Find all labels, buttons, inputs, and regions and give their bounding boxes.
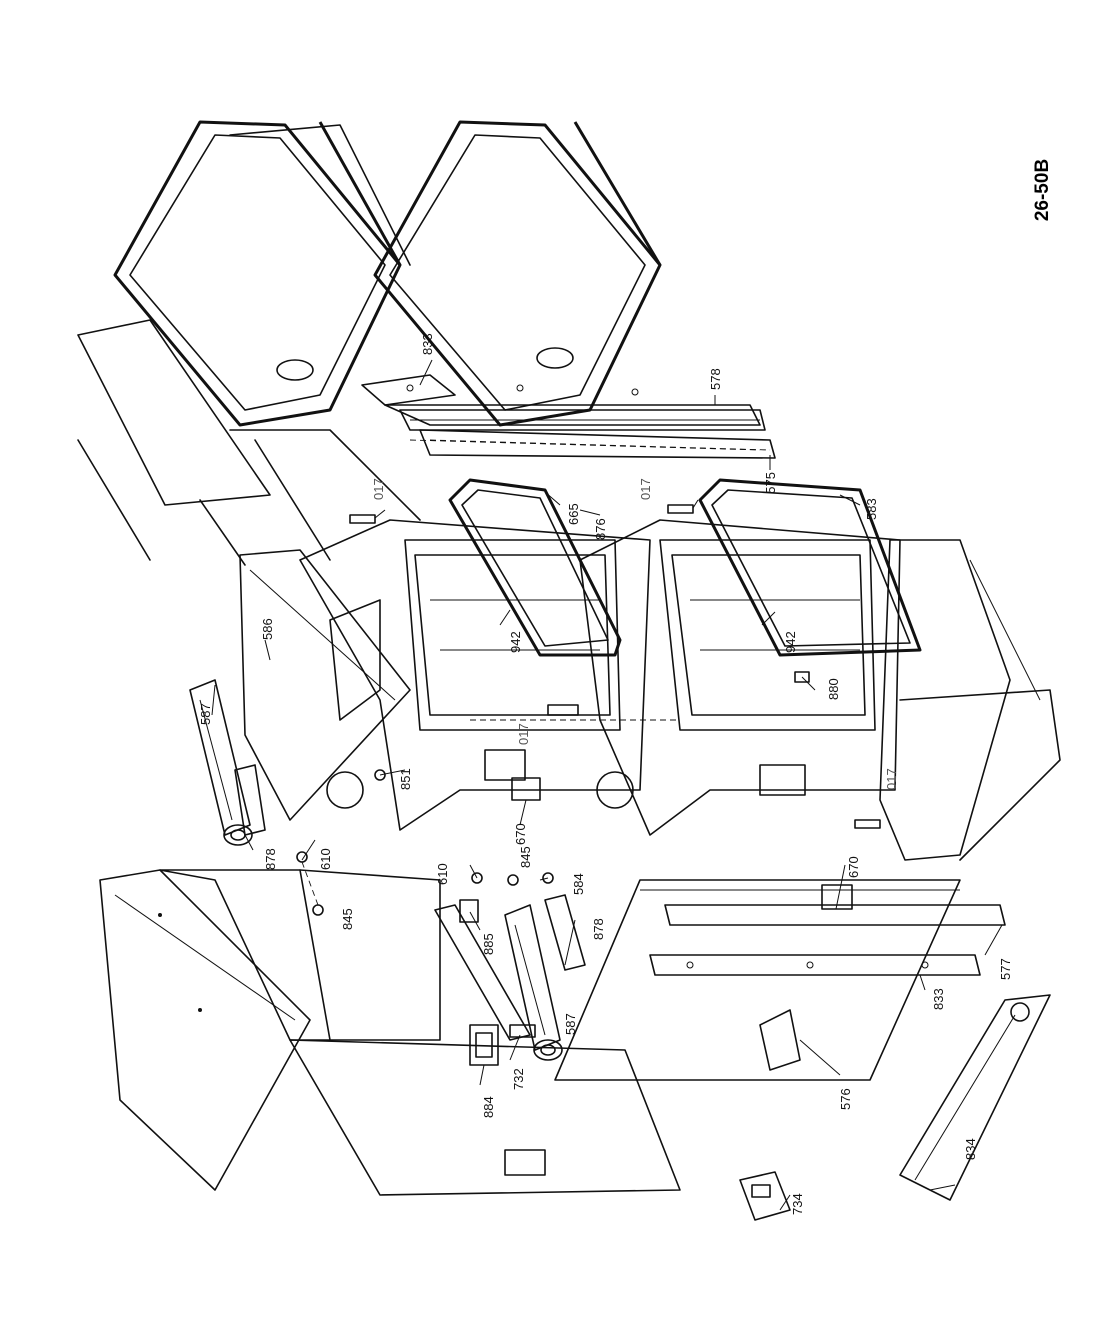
shelf-878-lower bbox=[544, 894, 586, 971]
callout-587-a: 587 bbox=[198, 703, 213, 725]
rail-833-top bbox=[361, 374, 761, 426]
lower-oven-cavity bbox=[579, 519, 901, 836]
control-box-734 bbox=[739, 1171, 791, 1221]
callout-576: 576 bbox=[838, 1088, 853, 1110]
back-panel-main bbox=[159, 869, 681, 1196]
callout-017-a: 017 bbox=[371, 478, 386, 500]
callout-851: 851 bbox=[398, 768, 413, 790]
base-support-834 bbox=[899, 994, 1051, 1201]
bracket-732 bbox=[434, 904, 536, 1041]
lower-bottom-panels bbox=[879, 539, 1061, 861]
bracket-017-set bbox=[349, 504, 881, 829]
callout-575: 575 bbox=[763, 472, 778, 494]
callout-586: 586 bbox=[260, 618, 275, 640]
blower-587-lower bbox=[504, 904, 563, 1061]
callout-665: 665 bbox=[566, 503, 581, 525]
callout-578: 578 bbox=[708, 368, 723, 390]
callout-732: 732 bbox=[511, 1068, 526, 1090]
callout-878-a: 878 bbox=[263, 848, 278, 870]
upper-oven-cavity bbox=[299, 519, 651, 831]
insulation-blanket-upper bbox=[113, 120, 411, 427]
drawing-code: 26-50B bbox=[1032, 159, 1053, 221]
shelf-878-upper bbox=[234, 764, 266, 836]
callout-885: 885 bbox=[481, 933, 496, 955]
callout-845-a: 845 bbox=[340, 908, 355, 930]
sensor-880 bbox=[794, 671, 810, 683]
callout-880: 880 bbox=[826, 678, 841, 700]
switch-670-upper bbox=[511, 777, 541, 801]
part-885 bbox=[459, 899, 479, 923]
callout-017-b: 017 bbox=[638, 478, 653, 500]
upper-top-panel-586 bbox=[239, 549, 411, 821]
callout-942-b: 942 bbox=[783, 631, 798, 653]
callout-017-d: 017 bbox=[884, 768, 899, 790]
callout-584: 584 bbox=[571, 873, 586, 895]
door-gasket-665 bbox=[448, 478, 622, 657]
insulation-strips bbox=[77, 319, 421, 566]
callout-670-a: 670 bbox=[513, 823, 528, 845]
blower-587-upper bbox=[189, 679, 253, 846]
callout-834: 834 bbox=[963, 1138, 978, 1160]
callout-734: 734 bbox=[790, 1193, 805, 1215]
callout-577: 577 bbox=[998, 958, 1013, 980]
leader-lines bbox=[211, 359, 1003, 1211]
callout-587-b: 587 bbox=[563, 1013, 578, 1035]
side-panel-576 bbox=[554, 879, 961, 1081]
panel-575 bbox=[419, 429, 776, 459]
switch-670-lower bbox=[821, 884, 853, 910]
rail-833-bottom bbox=[649, 954, 981, 976]
door-gasket-583 bbox=[698, 478, 922, 657]
insulation-blanket-lower bbox=[373, 120, 662, 427]
callout-017-c: 017 bbox=[516, 723, 531, 745]
callout-845-b: 845 bbox=[518, 846, 533, 868]
callout-942-a: 942 bbox=[508, 631, 523, 653]
rail-577 bbox=[664, 904, 1006, 926]
callout-670-b: 670 bbox=[846, 856, 861, 878]
callout-610-a: 610 bbox=[318, 848, 333, 870]
back-panel-upper bbox=[99, 869, 311, 1191]
callout-884: 884 bbox=[481, 1096, 496, 1118]
callout-878-b: 878 bbox=[591, 918, 606, 940]
callout-583: 583 bbox=[864, 498, 879, 520]
connectors-845-610 bbox=[296, 769, 554, 916]
callout-833-bottom: 833 bbox=[931, 988, 946, 1010]
callout-833-top: 833 bbox=[420, 333, 435, 355]
rail-578 bbox=[399, 409, 766, 431]
callout-876: 876 bbox=[593, 518, 608, 540]
callout-610-b: 610 bbox=[435, 863, 450, 885]
